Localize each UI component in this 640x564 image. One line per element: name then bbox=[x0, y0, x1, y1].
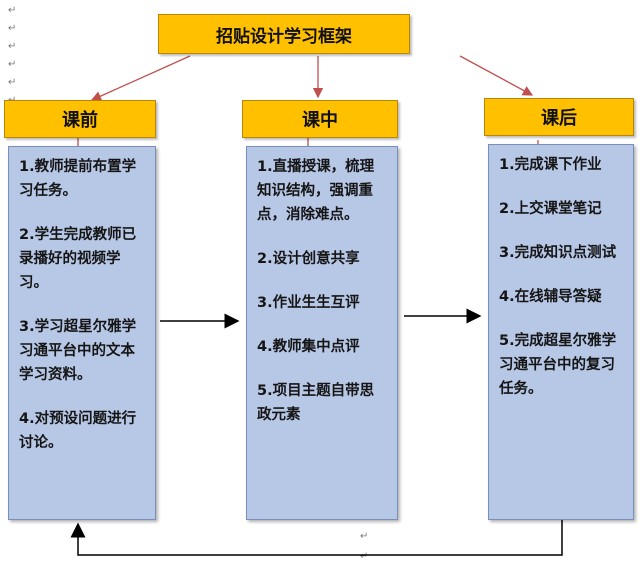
return-mark: ↵ bbox=[8, 41, 17, 52]
list-item: 4.在线辅导答疑 bbox=[499, 289, 602, 305]
return-mark: ↵ bbox=[8, 5, 17, 16]
phase-label-before: 课前 bbox=[62, 110, 98, 131]
column-after: 1.完成课下作业 2.上交课堂笔记 3.完成知识点测试 4.在线辅导答疑 5.完… bbox=[488, 144, 634, 520]
list-item: 4.教师集中点评 bbox=[257, 339, 360, 355]
phase-header-during: 课中 bbox=[242, 100, 398, 138]
connector-title-to-after bbox=[459, 55, 534, 96]
list-item: 1.教师提前布置学习任务。 bbox=[19, 159, 137, 199]
list-item: 5.项目主题自带思政元素 bbox=[257, 383, 375, 423]
list-item: 2.学生完成教师已录播好的视频学习。 bbox=[19, 227, 137, 291]
list-item: 3.学习超星尔雅学习通平台中的文本学习资料。 bbox=[19, 319, 137, 383]
list-item: 1.完成课下作业 bbox=[499, 157, 602, 173]
list-item: 3.完成知识点测试 bbox=[499, 245, 617, 261]
loop-back-arrow bbox=[70, 520, 563, 556]
framework-title-text: 招贴设计学习框架 bbox=[216, 26, 352, 47]
list-item: 4.对预设问题进行讨论。 bbox=[19, 411, 137, 451]
list-item: 1.直播授课，梳理知识结构，强调重点，消除难点。 bbox=[257, 159, 375, 223]
framework-title: 招贴设计学习框架 bbox=[158, 14, 410, 54]
phase-header-before: 课前 bbox=[4, 100, 156, 138]
column-before: 1.教师提前布置学习任务。 2.学生完成教师已录播好的视频学习。 3.学习超星尔… bbox=[8, 146, 156, 520]
return-mark: ↵ bbox=[8, 23, 17, 34]
phase-header-after: 课后 bbox=[484, 98, 634, 136]
return-mark: ↵ bbox=[8, 77, 17, 88]
list-item: 2.上交课堂笔记 bbox=[499, 201, 602, 217]
return-mark: ↵ bbox=[360, 551, 369, 562]
list-item: 2.设计创意共享 bbox=[257, 251, 360, 267]
return-mark: ↵ bbox=[360, 531, 369, 542]
list-item: 3.作业生生互评 bbox=[257, 295, 360, 311]
list-item: 5.完成超星尔雅学习通平台中的复习任务。 bbox=[499, 333, 617, 397]
phase-label-after: 课后 bbox=[541, 108, 577, 129]
return-mark: ↵ bbox=[8, 59, 17, 70]
phase-label-during: 课中 bbox=[302, 110, 338, 131]
column-during: 1.直播授课，梳理知识结构，强调重点，消除难点。 2.设计创意共享 3.作业生生… bbox=[246, 146, 398, 520]
connector-title-to-before bbox=[90, 55, 191, 102]
